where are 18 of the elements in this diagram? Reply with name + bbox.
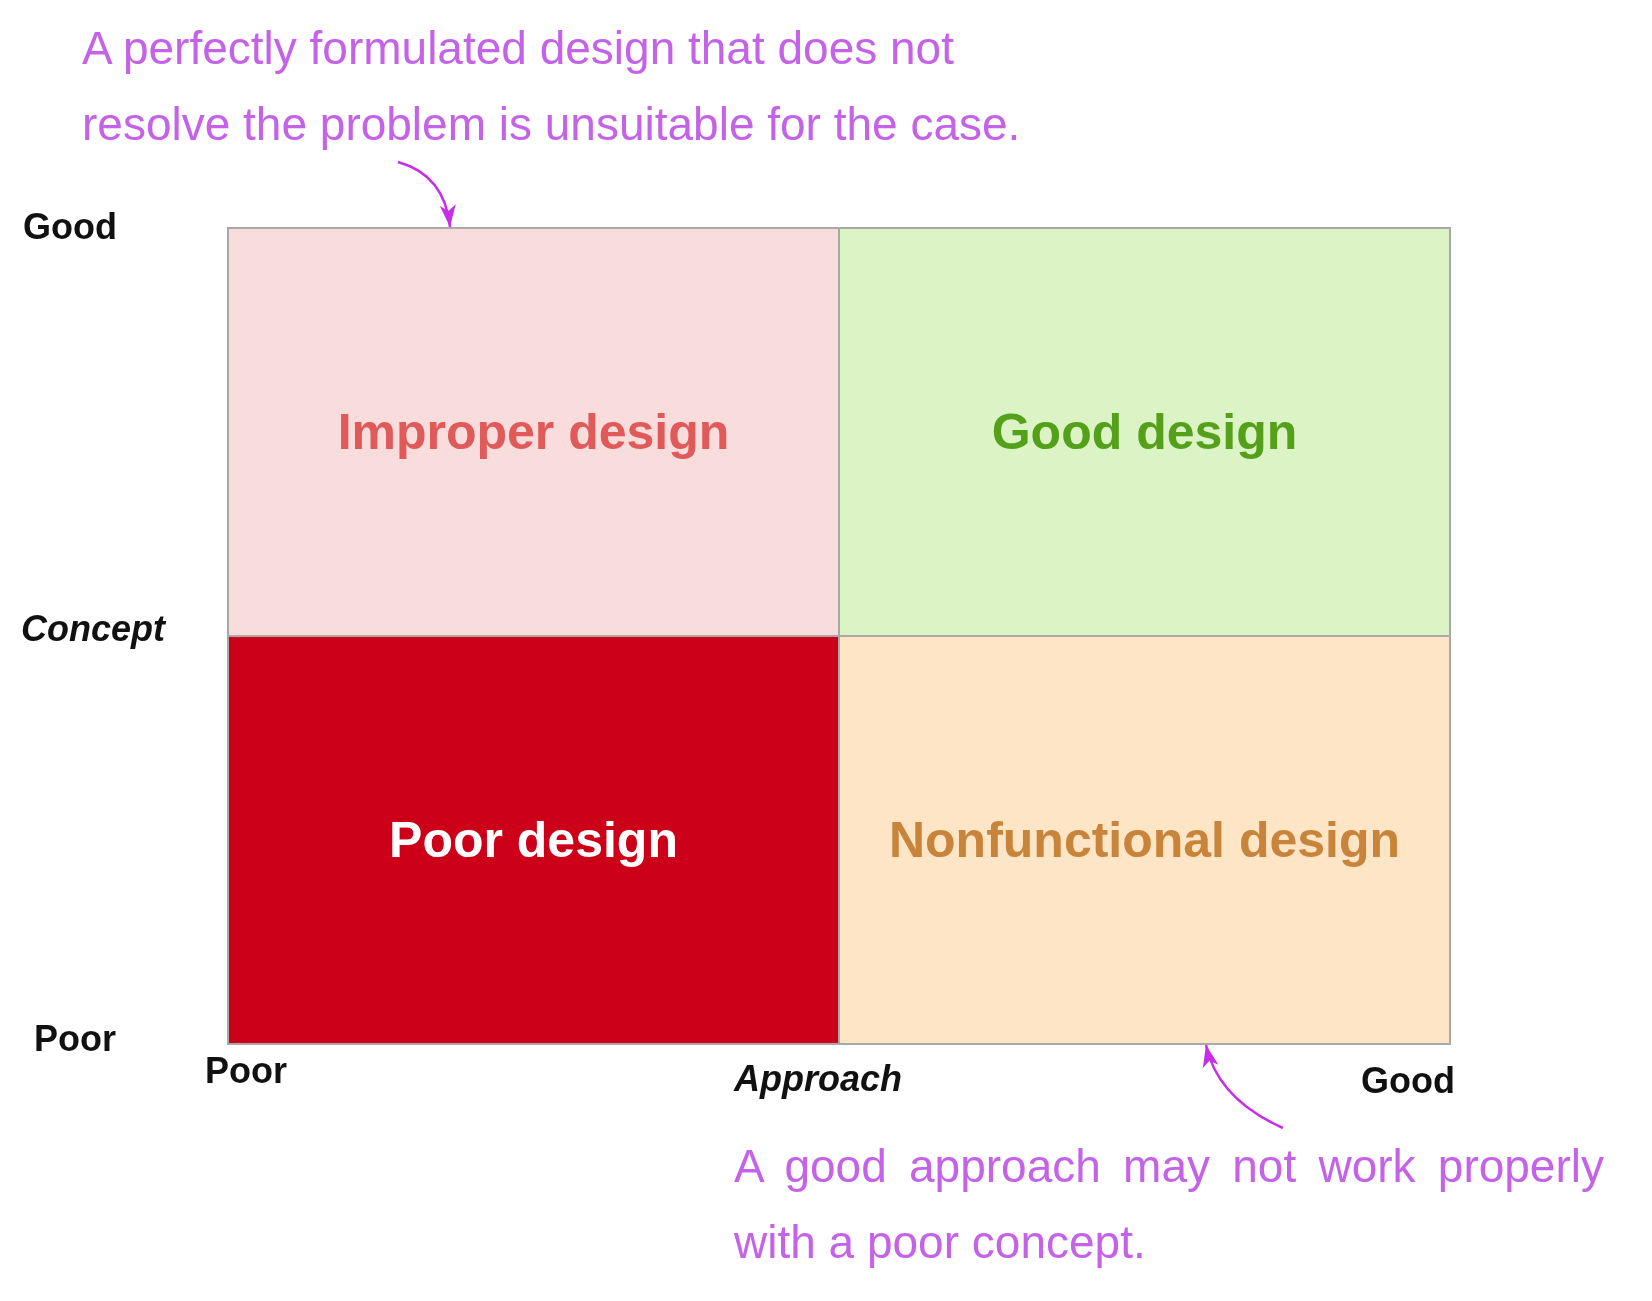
arrow (1203, 1044, 1284, 1130)
axis-label: Good (23, 206, 117, 248)
quadrant (227, 227, 840, 637)
annotation-text: A good approach may not work properly with a poor concept. (734, 1139, 1604, 1270)
arrow (397, 160, 455, 228)
quadrant-label: Improper design (337, 403, 730, 461)
quadrant (838, 227, 1451, 637)
annotation-text: A perfectly formulated design that does not resolve the problem is unsuitable for the case. (82, 21, 1022, 152)
axis-label: Poor (34, 1018, 116, 1060)
axis-label: Concept (21, 608, 165, 650)
axis-label: Good (1361, 1060, 1455, 1102)
axis-label: Poor (205, 1050, 287, 1092)
axis-label: Approach (734, 1058, 902, 1100)
quadrant-label: Poor design (389, 811, 678, 869)
quadrant (838, 635, 1451, 1045)
quadrant-label: Nonfunctional design (888, 811, 1401, 869)
quadrant-label: Good design (991, 403, 1298, 461)
quadrant (227, 635, 840, 1045)
